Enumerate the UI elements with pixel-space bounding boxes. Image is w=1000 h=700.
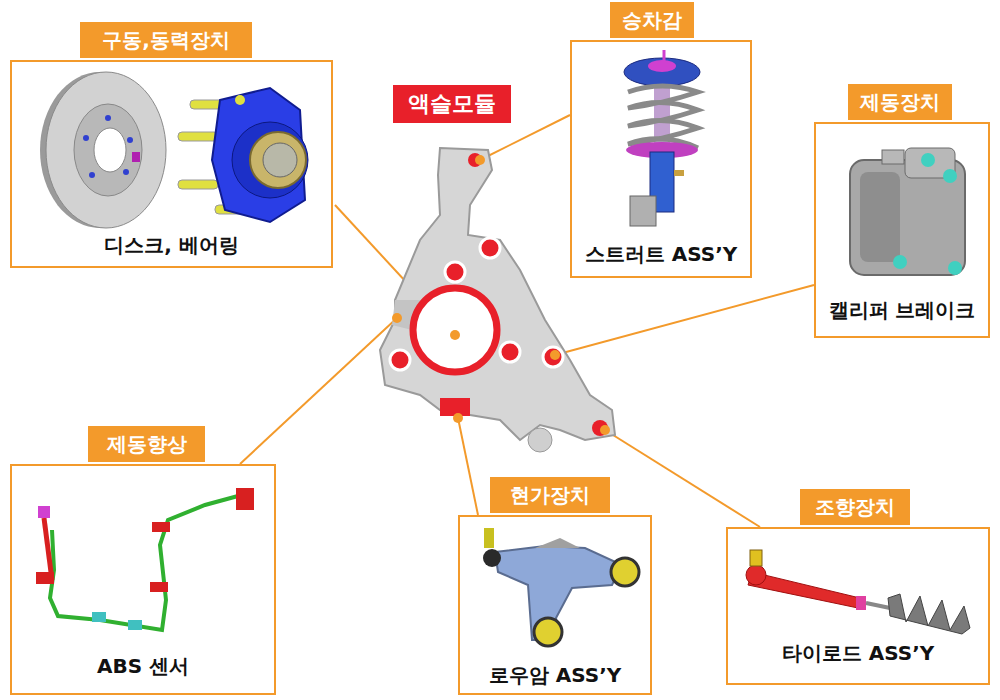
sensor-cable (50, 496, 238, 630)
bearing-ring (250, 132, 306, 188)
module-label-box: 액슬모듈 (393, 85, 511, 123)
module-label: 액슬모듈 (408, 91, 496, 116)
part-caption: 스트러트 ASS’Y (572, 242, 750, 266)
leader-dots (392, 155, 610, 435)
part-caption: ABS 센서 (12, 654, 274, 678)
piston-housing (860, 172, 900, 262)
caliper-brake (850, 148, 965, 275)
sensor-tip (38, 506, 50, 518)
part-caption: 캘리퍼 브레이크 (816, 298, 988, 322)
panel-heading: 제동향상 (88, 426, 205, 462)
stud-head (235, 95, 245, 105)
arm-bracket (535, 538, 580, 548)
leader-dot (450, 330, 460, 340)
panel-heading: 조향장치 (800, 489, 910, 525)
component-panel: 제동장치캘리퍼 브레이크 (814, 122, 990, 338)
leader-line (458, 418, 478, 515)
hub-bearing (178, 88, 308, 222)
leader-dot (453, 413, 463, 423)
component-panel: 제동향상ABS 센서 (10, 464, 276, 695)
leader-dot (600, 425, 610, 435)
bolt-hole (105, 115, 111, 121)
part-caption: 타이로드 ASS’Y (728, 641, 988, 665)
mount-cap (648, 60, 676, 72)
rod-end (746, 565, 766, 585)
part-caption: 디스크, 베어링 (12, 233, 331, 257)
leader-line (555, 285, 814, 355)
bushing (611, 558, 639, 586)
ball-stud (750, 550, 762, 566)
top-mount (624, 58, 700, 86)
leader-line (605, 430, 760, 527)
bolt-hole (127, 137, 133, 143)
ball-joint (528, 428, 552, 452)
knuckle-hole (445, 262, 465, 282)
knuckle-hole (390, 350, 410, 370)
panel-heading: 승차감 (610, 2, 694, 38)
bearing-bore (263, 143, 297, 177)
grommet (92, 612, 106, 622)
knuckle-hole (543, 347, 563, 367)
knuckle-hole (480, 238, 500, 258)
part-caption: 로우암 ASS’Y (460, 663, 650, 687)
knuckle-bracket (630, 196, 656, 226)
stabilizer-bracket (674, 170, 684, 176)
leader-lines (240, 115, 814, 527)
marker (132, 152, 140, 162)
guide-pin (948, 261, 962, 275)
strut-assembly (624, 50, 700, 226)
guide-pin (893, 255, 907, 269)
leader-dot (475, 155, 485, 165)
lower-arm (483, 528, 639, 646)
abs-sensor (36, 488, 254, 630)
wheel-stud (178, 180, 218, 189)
bolt-hole (89, 172, 95, 178)
panel-heading: 제동장치 (848, 84, 952, 120)
mount-stud (663, 50, 666, 62)
knuckle-bore (413, 288, 497, 372)
hub-flange (212, 88, 305, 222)
disc-face (46, 72, 166, 228)
bleed-fitting (921, 153, 935, 167)
tie-rod (746, 550, 970, 634)
bolt-hole (83, 135, 89, 141)
leader-dot (392, 313, 402, 323)
ball-joint (483, 549, 501, 567)
bleed-fitting (943, 169, 957, 183)
inner-rod (866, 603, 890, 608)
brake-disc (40, 72, 166, 228)
connector (236, 488, 254, 510)
bushing (534, 618, 562, 646)
disc-hat (74, 104, 142, 196)
cable-clip (36, 572, 54, 584)
bolt-hole (123, 169, 129, 175)
caliper-ear (882, 150, 904, 164)
component-panel: 조향장치타이로드 ASS’Y (726, 527, 990, 685)
cable-clip (150, 582, 168, 592)
knuckle (380, 148, 615, 452)
panel-heading: 현가장치 (490, 477, 610, 513)
wheel-stud (178, 132, 218, 141)
lock-nut (856, 596, 866, 610)
component-panel: 현가장치로우암 ASS’Y (458, 515, 652, 695)
hub-body (232, 122, 308, 198)
knuckle-hole (500, 342, 520, 362)
grommet (128, 620, 142, 630)
knuckle-body (380, 148, 615, 440)
ball-stud (484, 528, 494, 548)
leader-line (240, 318, 397, 464)
rubber-boot (888, 594, 970, 634)
disc-bore (94, 128, 126, 172)
leader-dot (550, 350, 560, 360)
coil-spring (628, 86, 698, 148)
knuckle-pad (440, 398, 470, 416)
component-panel: 구동,동력장치디스크, 베어링 (10, 60, 333, 268)
cable-clip (152, 522, 170, 532)
panel-heading: 구동,동력장치 (80, 22, 252, 58)
component-panel: 승차감스트러트 ASS’Y (570, 40, 752, 278)
sensor-head (44, 518, 52, 580)
